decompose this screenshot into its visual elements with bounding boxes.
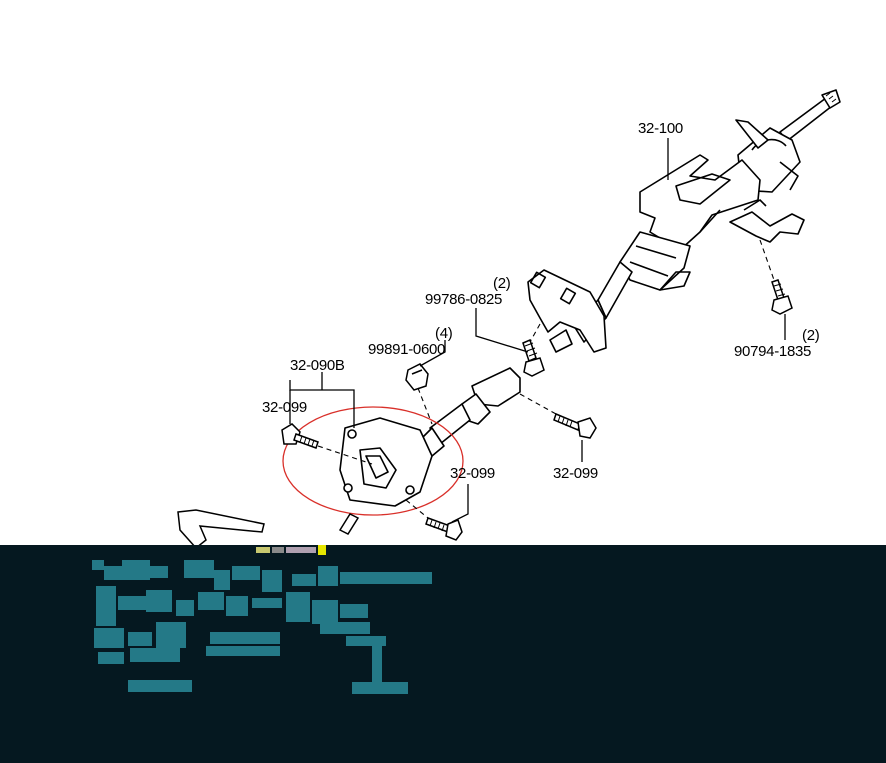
pedal-bracket (177, 509, 265, 550)
bolt-99786-0825-icon (522, 338, 545, 377)
label-32-099-right: 32-099 (553, 465, 598, 482)
color-noise (256, 545, 326, 555)
label-99891-0600-qty: (4) (435, 325, 453, 342)
label-99891-0600: 99891-0600 (368, 341, 446, 358)
label-32-100: 32-100 (638, 120, 683, 137)
clip-99891-0600-icon (405, 363, 429, 391)
fasteners (281, 279, 793, 541)
label-99786-0825: 99786-0825 (425, 291, 503, 308)
leader-lines (289, 138, 786, 523)
label-90794-1835-qty: (2) (802, 327, 820, 344)
highlight-circle (282, 406, 464, 516)
steering-column-assembly (527, 89, 841, 353)
bolt-32-099-right-icon (553, 412, 597, 439)
intermediate-shaft (339, 367, 521, 507)
pixel-noise (92, 560, 432, 694)
label-32-099-left: 32-099 (262, 399, 307, 416)
label-90794-1835: 90794-1835 (734, 343, 812, 360)
dashed-guides (317, 239, 775, 519)
label-32-099-lower: 32-099 (450, 465, 495, 482)
bolt-90794-1835-icon (771, 279, 793, 315)
bolt-32-099-lower-icon (425, 517, 463, 541)
label-32-090B: 32-090B (290, 357, 345, 374)
label-99786-0825-qty: (2) (493, 275, 511, 292)
bolt-32-099-left-icon (281, 423, 319, 449)
